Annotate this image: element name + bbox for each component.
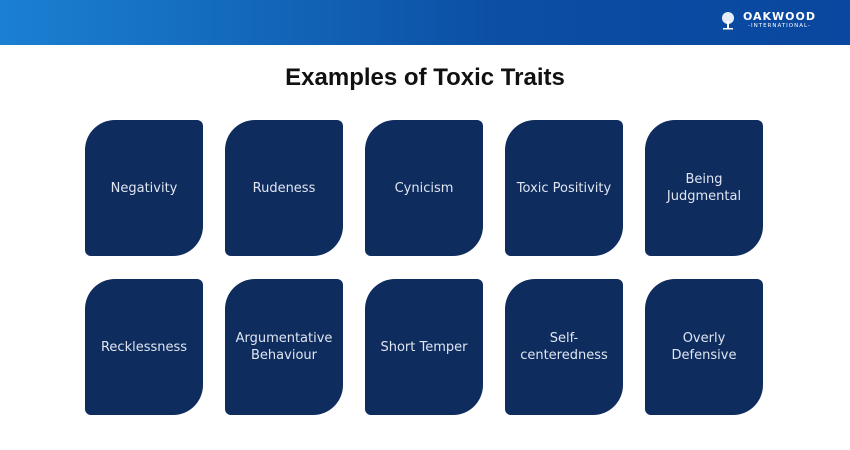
logo-name: OAKWOOD	[742, 10, 816, 23]
trait-card: Short Temper	[365, 279, 483, 415]
trait-label: Overly Defensive	[671, 331, 737, 363]
trait-label: Cynicism	[394, 180, 454, 196]
trait-card: Argumentative Behaviour	[225, 279, 343, 415]
trait-label: Negativity	[110, 180, 178, 196]
trait-card: Negativity	[85, 120, 203, 256]
trait-label: Being Judgmental	[666, 172, 742, 204]
tree-icon	[721, 11, 734, 29]
trait-card: Recklessness	[85, 279, 203, 415]
trait-label: Recklessness	[100, 339, 188, 355]
trait-card: Toxic Positivity	[505, 120, 623, 256]
trait-label: Argumentative Behaviour	[235, 331, 333, 363]
oakwood-logo[interactable]: OAKWOOD -INTERNATIONAL-	[718, 11, 816, 30]
trait-card: Cynicism	[365, 120, 483, 256]
trait-card: Being Judgmental	[645, 120, 763, 256]
trait-label: Toxic Positivity	[516, 180, 612, 196]
trait-card: Rudeness	[225, 120, 343, 256]
trait-label: Short Temper	[380, 339, 468, 355]
header-bar: OAKWOOD -INTERNATIONAL-	[0, 0, 850, 45]
trait-card: Self-centeredness	[505, 279, 623, 415]
trait-card: Overly Defensive	[645, 279, 763, 415]
page-title: Examples of Toxic Traits	[285, 64, 565, 91]
trait-label: Rudeness	[252, 180, 316, 196]
logo-subtitle: -INTERNATIONAL-	[747, 23, 811, 29]
trait-label: Self-centeredness	[520, 331, 608, 363]
